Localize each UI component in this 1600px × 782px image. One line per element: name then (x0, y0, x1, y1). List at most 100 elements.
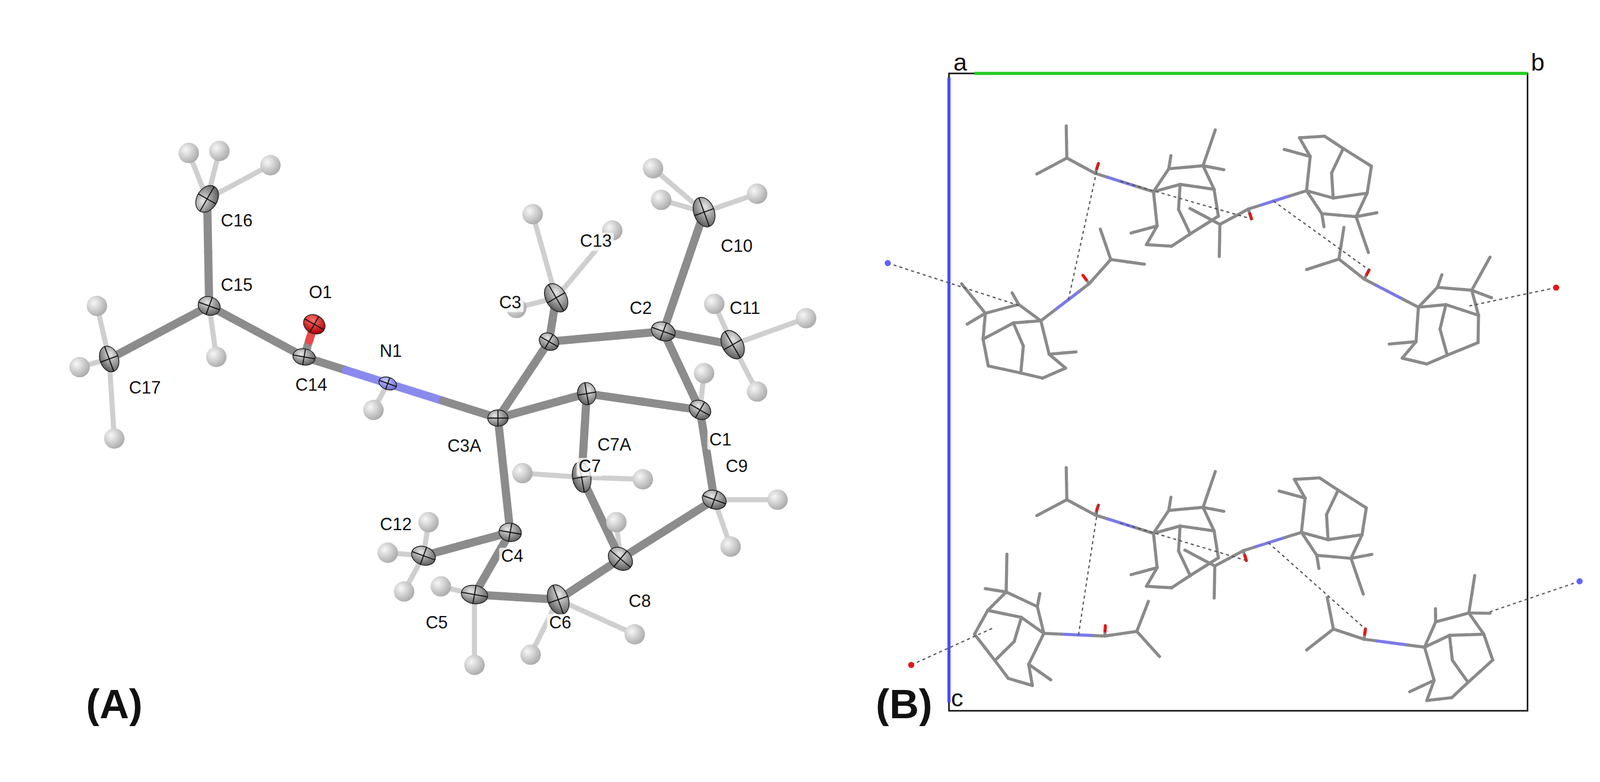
molecule-stick (1460, 671, 1469, 684)
molecule-stick (1209, 129, 1216, 149)
molecule-stick (1153, 192, 1156, 210)
molecule-stick (1402, 299, 1419, 308)
ellipsoid-body (376, 374, 399, 393)
molecule-stick (1338, 215, 1356, 217)
molecule-stick (1471, 290, 1476, 303)
molecule-stick (1168, 509, 1186, 511)
axis-b (974, 71, 1528, 75)
molecule-stick (1078, 283, 1089, 292)
ellipsoid-body (96, 343, 123, 375)
molecule-stick (1328, 537, 1346, 540)
hydrogen-atom (642, 158, 664, 179)
molecule-stick (1440, 329, 1444, 343)
molecule-stick (974, 622, 982, 635)
thermal-ellipsoid (689, 194, 719, 230)
molecule-stick (1020, 359, 1023, 374)
molecule-stick (1095, 173, 1108, 178)
molecule-stick (1414, 361, 1428, 365)
hydrogen-bond (1068, 163, 1099, 300)
molecule-stick (987, 610, 1005, 615)
molecule-stick (1017, 617, 1021, 630)
molecule-stick (1273, 196, 1290, 202)
molecule-stick (1180, 184, 1198, 188)
symmetry-atom (907, 662, 915, 669)
molecule-stick (1361, 554, 1372, 558)
symmetry-atom (1553, 284, 1560, 291)
molecule-stick (1020, 373, 1032, 377)
molecule-stick (1319, 477, 1329, 485)
molecule-stick (994, 661, 1002, 671)
molecule-stick (1171, 581, 1182, 589)
molecule-stick (1080, 165, 1095, 174)
molecule-stick (1319, 629, 1334, 640)
molecule-stick (1301, 515, 1304, 533)
molecule-stick (1218, 224, 1222, 241)
molecule-stick (1427, 287, 1438, 298)
hydrogen-atom (178, 142, 199, 164)
molecule-stick (1170, 155, 1172, 163)
molecule-stick (1146, 586, 1159, 588)
molecule-stick (1042, 373, 1054, 379)
molecule-stick (1040, 310, 1055, 321)
molecule-stick (1209, 471, 1216, 490)
molecule-stick (1366, 270, 1369, 275)
principal-axis (695, 402, 705, 419)
molecule-stick (1402, 358, 1415, 362)
molecule-stick (1345, 535, 1363, 538)
molecule-stick (1078, 633, 1092, 638)
hydrogen-atom (767, 489, 788, 511)
molecule-stick (1375, 285, 1388, 292)
thermal-ellipsoid (459, 583, 490, 607)
panel-label: (A) (84, 682, 146, 726)
molecule-stick (1170, 497, 1172, 505)
molecule-stick (1161, 168, 1169, 181)
molecule-stick (1301, 532, 1316, 537)
atom-label: C15 (218, 276, 255, 295)
molecule-stick (1471, 274, 1481, 291)
molecule-stick (1355, 205, 1362, 217)
hydrogen-bond (911, 627, 995, 666)
molecule-stick (1322, 213, 1339, 216)
molecule-stick (1171, 240, 1182, 247)
molecule-stick (1322, 259, 1339, 265)
molecule-stick (1197, 528, 1215, 532)
principal-axis (577, 392, 597, 396)
hydrogen-atom (209, 140, 230, 162)
hydrogen-atom (693, 363, 715, 384)
atom-label: C6 (546, 614, 573, 633)
molecule-stick (1212, 566, 1217, 582)
molecule-stick (1001, 670, 1009, 680)
hydrogen-atom (703, 293, 725, 315)
molecule-stick (1062, 351, 1077, 354)
principal-axis (206, 297, 213, 316)
molecule-stick (1202, 148, 1210, 167)
molecule-stick (1435, 618, 1452, 623)
molecule-stick (1228, 550, 1243, 559)
ellipsoid-body (409, 543, 439, 569)
molecule-stick (1369, 166, 1372, 180)
molecule-stick (1036, 507, 1052, 516)
principal-axis (508, 523, 512, 542)
hydrogen-atom (522, 203, 543, 225)
molecule-stick (1202, 489, 1210, 508)
molecule-stick (1185, 165, 1203, 168)
molecule-stick (1061, 634, 1079, 636)
molecule-stick (1028, 664, 1031, 676)
unit-cell (949, 73, 1528, 712)
principal-axis (547, 292, 565, 303)
molecule-stick (1479, 611, 1491, 616)
molecule-stick (1255, 542, 1269, 547)
molecule-stick (1350, 546, 1357, 559)
principal-axis (472, 585, 477, 604)
molecule-stick (1418, 306, 1433, 308)
molecule-stick (1415, 324, 1417, 342)
atom-label: C10 (718, 237, 755, 256)
molecule-stick (1013, 322, 1028, 324)
atom-label: C12 (377, 516, 415, 535)
molecule-stick (1430, 680, 1434, 691)
molecule-stick (1168, 167, 1186, 169)
molecule-stick (1316, 555, 1334, 558)
thermal-ellipsoid (685, 396, 715, 424)
bond-stick (497, 418, 504, 476)
